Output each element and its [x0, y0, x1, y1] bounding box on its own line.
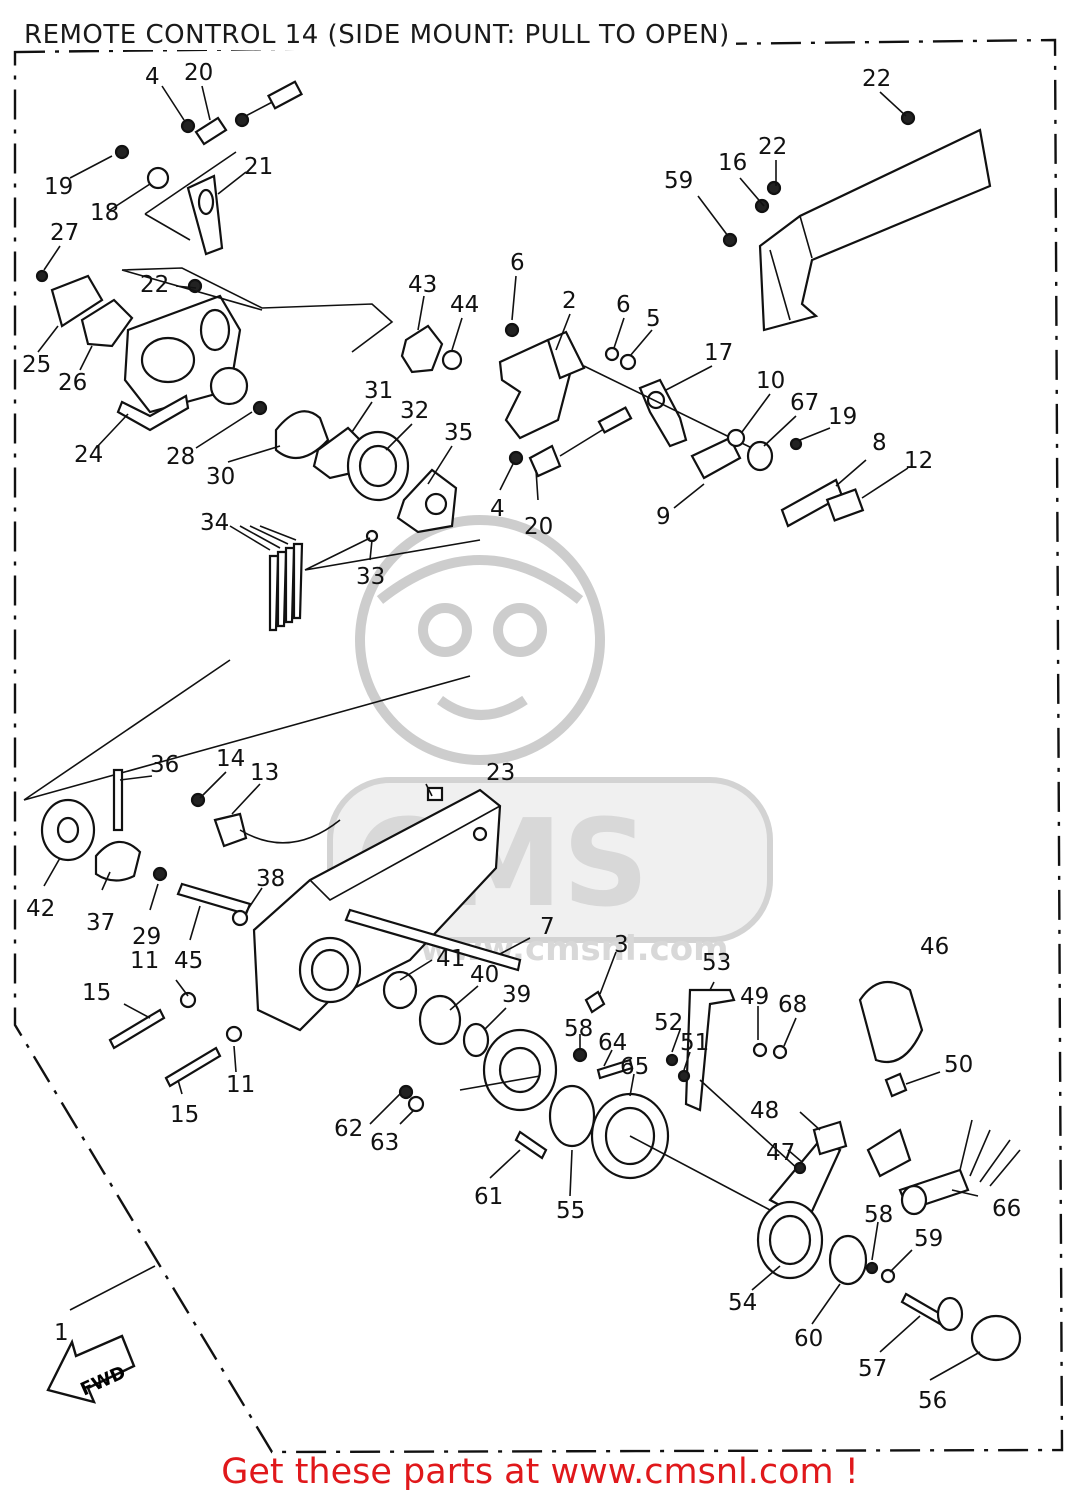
callout-28: 28 — [166, 444, 195, 470]
callout-25: 25 — [22, 352, 51, 378]
callout-4b: 4 — [490, 496, 505, 522]
main-housing-group — [23, 659, 522, 1088]
assembly-frame — [13, 38, 1064, 1454]
callout-39: 39 — [502, 982, 531, 1008]
callout-32: 32 — [400, 398, 429, 424]
callout-62: 62 — [334, 1116, 363, 1142]
callout-43: 43 — [408, 272, 437, 298]
callout-55: 55 — [556, 1198, 585, 1224]
callout-6a: 6 — [510, 250, 525, 276]
callout-3: 3 — [614, 932, 629, 958]
footer-parts-link[interactable]: Get these parts at www.cmsnl.com ! — [221, 1452, 859, 1492]
spring-pins-group — [229, 525, 481, 632]
callout-50: 50 — [944, 1052, 973, 1078]
callout-48: 48 — [750, 1098, 779, 1124]
callout-21: 21 — [244, 154, 273, 180]
callout-35: 35 — [444, 420, 473, 446]
callout-64: 64 — [598, 1030, 627, 1056]
callout-56: 56 — [918, 1388, 947, 1414]
callout-16: 16 — [718, 150, 747, 176]
callout-9: 9 — [656, 504, 671, 530]
callout-40: 40 — [470, 962, 499, 988]
callout-22b: 22 — [862, 66, 891, 92]
callout-33: 33 — [356, 564, 385, 590]
callout-45: 45 — [174, 948, 203, 974]
callout-49: 49 — [740, 984, 769, 1010]
callout-63: 63 — [370, 1130, 399, 1156]
callout-19a: 19 — [44, 174, 73, 200]
callout-20a: 20 — [184, 60, 213, 86]
callout-59a: 59 — [664, 168, 693, 194]
callout-38: 38 — [256, 866, 285, 892]
shift-arm-group — [498, 322, 865, 528]
callout-12: 12 — [904, 448, 933, 474]
callout-36: 36 — [150, 752, 179, 778]
callout-22c: 22 — [758, 134, 787, 160]
callout-20b: 20 — [524, 514, 553, 540]
callout-42: 42 — [26, 896, 55, 922]
callout-15b: 15 — [170, 1102, 199, 1128]
callout-66: 66 — [992, 1196, 1021, 1222]
callout-30: 30 — [206, 464, 235, 490]
callout-52: 52 — [654, 1010, 683, 1036]
callout-59b: 59 — [914, 1226, 943, 1252]
callout-8: 8 — [872, 430, 887, 456]
callout-18: 18 — [90, 200, 119, 226]
callout-11a: 11 — [130, 948, 159, 974]
callout-58a: 58 — [564, 1016, 593, 1042]
callout-53: 53 — [702, 950, 731, 976]
callout-46: 46 — [920, 934, 949, 960]
callout-11b: 11 — [226, 1072, 255, 1098]
callout-7: 7 — [540, 914, 555, 940]
callout-34: 34 — [200, 510, 229, 536]
callout-61: 61 — [474, 1184, 503, 1210]
callout-31: 31 — [364, 378, 393, 404]
callout-51: 51 — [680, 1030, 709, 1056]
callout-1: 1 — [54, 1320, 69, 1346]
fwd-arrow-icon: FWD — [46, 1334, 136, 1404]
callout-57: 57 — [858, 1356, 887, 1382]
callout-29: 29 — [132, 924, 161, 950]
callout-37: 37 — [86, 910, 115, 936]
callout-44: 44 — [450, 292, 479, 318]
callout-6b: 6 — [616, 292, 631, 318]
callout-19b: 19 — [828, 404, 857, 430]
callout-10: 10 — [756, 368, 785, 394]
callout-labels: 4 20 19 21 18 27 22 25 26 24 28 30 31 32… — [22, 60, 1021, 1414]
callout-68: 68 — [778, 992, 807, 1018]
diagram-title: REMOTE CONTROL 14 (SIDE MOUNT: PULL TO O… — [22, 20, 736, 50]
callout-47: 47 — [766, 1140, 795, 1166]
callout-24: 24 — [74, 442, 103, 468]
callout-5: 5 — [646, 306, 661, 332]
callout-2: 2 — [562, 288, 577, 314]
callout-15a: 15 — [82, 980, 111, 1006]
leader-lines — [37, 85, 981, 1381]
callout-65: 65 — [620, 1054, 649, 1080]
callout-67: 67 — [790, 390, 819, 416]
mount-plate-group — [722, 110, 992, 332]
callout-17: 17 — [704, 340, 733, 366]
callout-23: 23 — [486, 760, 515, 786]
callout-22a: 22 — [140, 272, 169, 298]
cable-clamp-group — [114, 80, 304, 256]
callout-14: 14 — [216, 746, 245, 772]
callout-60: 60 — [794, 1326, 823, 1352]
callout-13: 13 — [250, 760, 279, 786]
left-housing-group — [35, 267, 463, 543]
callout-58b: 58 — [864, 1202, 893, 1228]
callout-41: 41 — [436, 946, 465, 972]
callout-54: 54 — [728, 1290, 757, 1316]
handle-group — [382, 970, 1022, 1362]
callout-27: 27 — [50, 220, 79, 246]
callout-26: 26 — [58, 370, 87, 396]
callout-4a: 4 — [145, 64, 160, 90]
